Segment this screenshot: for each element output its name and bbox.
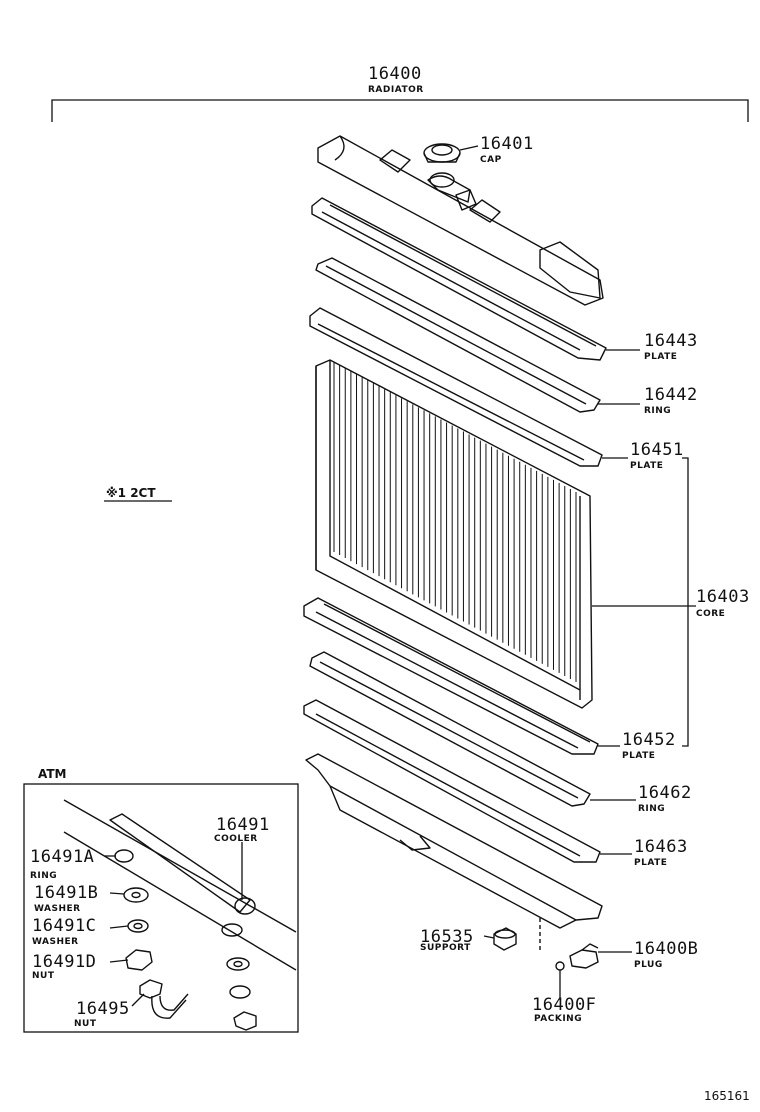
part-number-16491b: 16491B [34,883,98,903]
part-name-plate-lower: PLATE [634,858,667,868]
part-name-ring-cooler: RING [30,871,57,881]
leader-lines [459,145,696,1000]
part-number-16491: 16491 [216,815,270,835]
part-number-16491d: 16491D [32,952,96,972]
part-name-nut-d: NUT [32,971,55,981]
core-lower-plate-drawing [303,597,599,755]
part-name-plug: PLUG [634,960,663,970]
part-number-16463: 16463 [634,837,688,857]
part-number-16491a: 16491A [30,847,94,867]
core-upper-plate-drawing [309,307,603,467]
radiator-bracket [51,99,749,122]
lower-plate-drawing [303,699,601,863]
part-number-16535: 16535 [420,927,474,947]
plug-drawing [555,943,599,971]
part-name-ring-lower: RING [638,804,665,814]
part-name-plate-upper: PLATE [644,352,677,362]
part-number-16462: 16462 [638,783,692,803]
note-2ct: ※1 2CT [106,486,156,500]
part-name-plate-core-lower: PLATE [622,751,655,761]
support-drawing [493,927,517,951]
figure-id: 165161 [704,1089,750,1103]
part-number-16495: 16495 [76,999,130,1019]
part-name-cap: CAP [480,155,502,165]
core-drawing [315,359,593,709]
part-number-16400: 16400 [368,64,422,84]
part-number-16491c: 16491C [32,916,96,936]
inset-label-atm: ATM [38,767,66,781]
part-name-cooler: COOLER [214,834,258,844]
part-number-16451: 16451 [630,440,684,460]
part-number-16403: 16403 [696,587,750,607]
cap-drawing [423,143,461,163]
lower-tank-drawing [305,753,603,950]
part-name-washer-c: WASHER [32,937,79,947]
atm-inset [23,783,299,1033]
part-name-washer-b: WASHER [34,904,81,914]
upper-ring-drawing [315,257,601,413]
part-number-16400b: 16400B [634,939,698,959]
part-number-16452: 16452 [622,730,676,750]
part-name-core: CORE [696,609,725,619]
part-name-nut-16495: NUT [74,1019,97,1029]
lower-ring-drawing [309,651,591,807]
part-name-support: SUPPORT [420,943,471,953]
part-number-16400f: 16400F [532,995,596,1015]
part-name-ring-upper: RING [644,406,671,416]
part-number-16443: 16443 [644,331,698,351]
part-number-16442: 16442 [644,385,698,405]
part-name-radiator: RADIATOR [368,85,424,95]
part-number-16401: 16401 [480,134,534,154]
part-name-plate-core-upper: PLATE [630,461,663,471]
upper-tank-drawing [317,135,604,306]
upper-plate-drawing [311,197,607,361]
part-name-packing: PACKING [534,1014,582,1024]
